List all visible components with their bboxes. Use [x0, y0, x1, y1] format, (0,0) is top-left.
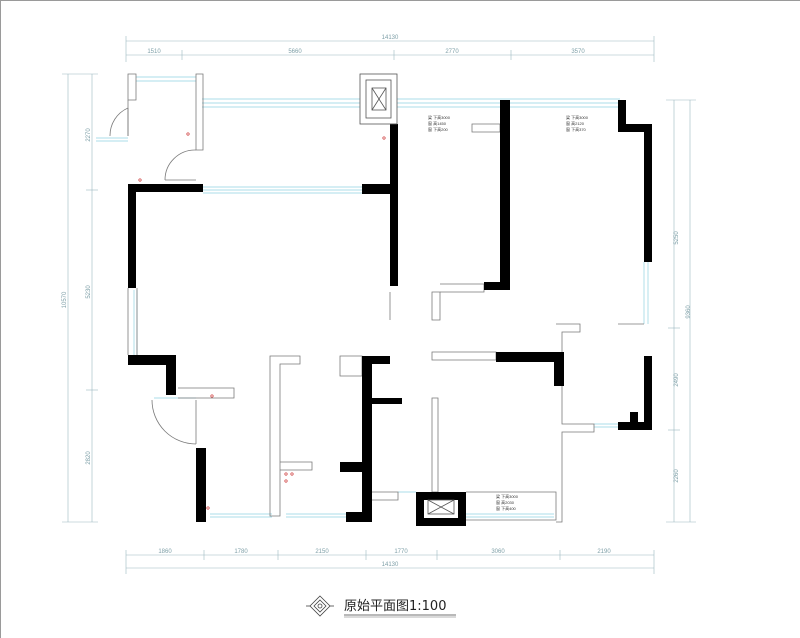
dim-right-total: 9360: [686, 305, 692, 319]
dim-left-seg-3: 2820: [86, 451, 92, 465]
drawing-title: 原始平面图1:100: [344, 599, 446, 614]
dim-bottom-seg-5: 3060: [491, 549, 505, 555]
note-tl-line-3: 窗 下高200: [428, 126, 449, 132]
dim-left-seg-2: 5230: [86, 285, 92, 299]
shaft-top: [359, 73, 398, 125]
window-note-top-right: 梁 下高3000 窗 高2120 窗 下高370: [566, 114, 589, 132]
dim-top-seg-4: 3570: [571, 49, 585, 55]
dim-top-total: 14130: [382, 35, 399, 41]
dim-left-total: 10570: [62, 291, 68, 308]
shaft-bottom: [427, 499, 455, 515]
dimension-lines: [62, 36, 696, 574]
dim-left-seg-1: 2270: [86, 128, 92, 142]
note-tr-line-2: 窗 高2120: [566, 120, 585, 126]
partitions: [109, 73, 644, 523]
frame-top-line: [0, 0, 800, 1]
dim-bottom-seg-4: 1770: [394, 549, 408, 555]
dim-top-seg-3: 2770: [445, 49, 459, 55]
frame-left-line: [0, 0, 1, 638]
note-b-line-1: 梁 下高3000: [496, 493, 519, 499]
dim-bottom-seg-2: 1780: [234, 549, 248, 555]
note-tl-line-2: 窗 高1450: [428, 120, 447, 126]
title-symbol-icon: [306, 595, 334, 617]
window-note-bottom: 梁 下高3000 窗 高2030 窗 下高400: [496, 493, 519, 511]
note-tl-line-1: 梁 下高3000: [428, 114, 451, 120]
dim-bottom-total: 14130: [382, 562, 399, 568]
note-tr-line-1: 梁 下高3000: [566, 114, 589, 120]
note-b-line-2: 窗 高2030: [496, 499, 515, 505]
dim-right-seg-2: 2490: [674, 373, 680, 387]
windows: [96, 76, 649, 518]
dim-bottom-seg-6: 2190: [597, 549, 611, 555]
walls: [128, 100, 652, 526]
note-tr-line-3: 窗 下高370: [566, 126, 587, 132]
dim-top-seg-2: 5660: [288, 49, 302, 55]
markers: [138, 132, 386, 510]
note-b-line-3: 窗 下高400: [496, 505, 517, 511]
dim-bottom-seg-3: 2150: [315, 549, 329, 555]
window-note-top-left: 梁 下高3000 窗 高1450 窗 下高200: [428, 114, 451, 132]
dim-bottom-seg-1: 1860: [158, 549, 172, 555]
dim-top-seg-1: 1510: [147, 49, 161, 55]
dim-right-seg-3: 2260: [674, 469, 680, 483]
dim-right-seg-1: 5250: [674, 231, 680, 245]
